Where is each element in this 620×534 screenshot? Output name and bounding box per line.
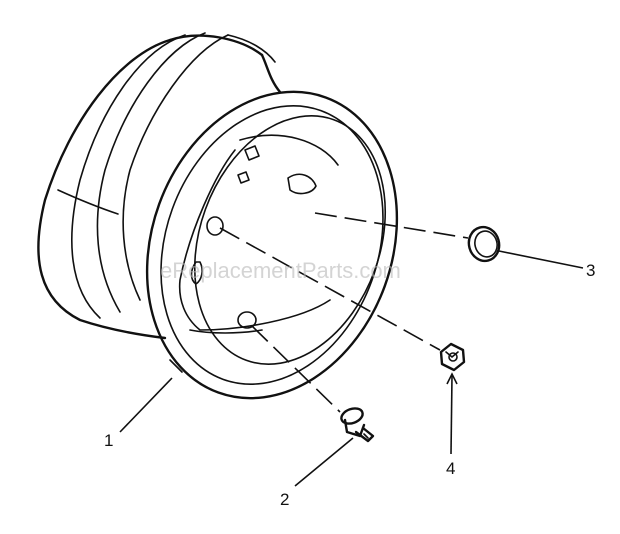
callout-4: 4 [446,459,455,478]
leader-line-2 [294,437,354,487]
wheel-rim[interactable] [37,32,438,434]
callout-1: 1 [104,431,113,450]
valve-hole [237,311,257,329]
assembly-line-valve-stem [251,325,341,413]
lug-nut[interactable] [439,342,466,372]
assembly-line-hub-cap [314,212,469,239]
assembly-line-lug-nut [219,227,441,351]
slot-opening [287,173,317,195]
square-hole [237,171,250,184]
leader-line-3 [498,250,584,269]
valve-stem[interactable] [339,406,375,443]
bolt-hole [206,216,224,236]
leader-line-1 [119,377,173,433]
callout-3: 3 [586,261,595,280]
hub-cap[interactable] [465,224,503,265]
leader-line-4 [450,375,453,455]
watermark: eReplacementParts.com [160,258,401,283]
callout-2: 2 [280,490,289,509]
arrow-head-icon [446,372,458,385]
square-hole [244,145,260,161]
slot-opening [190,261,203,285]
